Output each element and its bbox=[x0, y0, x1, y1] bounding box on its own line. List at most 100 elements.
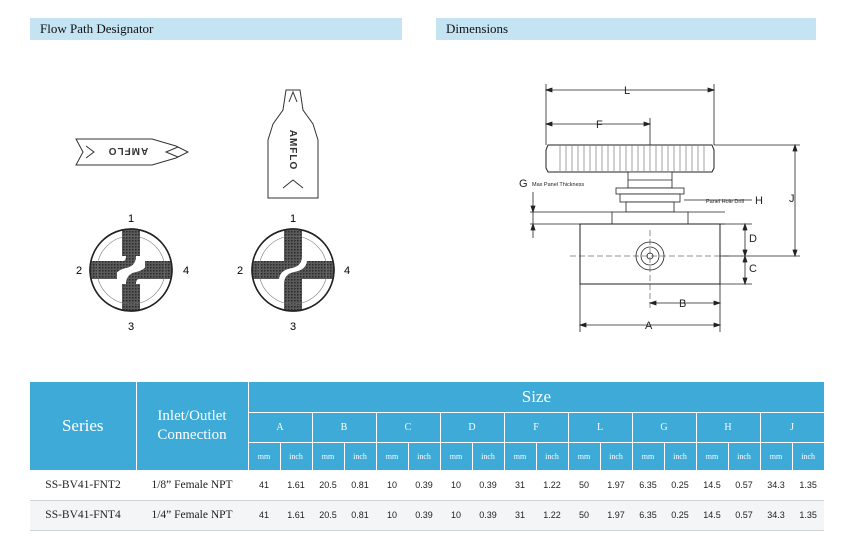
value-cell: 41 bbox=[248, 470, 280, 501]
unit-header: inch bbox=[728, 442, 761, 470]
unit-header: inch bbox=[600, 442, 633, 470]
dimension-labels: L F G Max Panel Thickness Panel Hole Dri… bbox=[519, 85, 795, 332]
port-1-label-b: 1 bbox=[290, 213, 296, 225]
svg-text:G: G bbox=[519, 178, 528, 190]
port-1-label-a: 1 bbox=[128, 213, 134, 225]
unit-header: inch bbox=[280, 442, 313, 470]
value-cell: 10 bbox=[376, 470, 408, 501]
unit-header: inch bbox=[536, 442, 569, 470]
value-cell: 0.57 bbox=[728, 470, 760, 501]
port-2-label-a: 2 bbox=[76, 265, 82, 277]
value-cell: 31 bbox=[504, 470, 536, 501]
value-cell: 10 bbox=[376, 500, 408, 531]
value-cell: 0.39 bbox=[472, 500, 504, 531]
unit-header: mm bbox=[312, 442, 345, 470]
svg-text:A: A bbox=[645, 320, 653, 332]
unit-header: mm bbox=[568, 442, 601, 470]
value-cell: 6.35 bbox=[632, 470, 664, 501]
value-cell: 10 bbox=[440, 470, 472, 501]
value-cell: 34.3 bbox=[760, 470, 792, 501]
value-cell: 14.5 bbox=[696, 500, 728, 531]
connection-cell: 1/4” Female NPT bbox=[136, 500, 248, 531]
value-cell: 1.35 bbox=[792, 470, 825, 501]
handle-vertical-brand-text: AMFLO bbox=[287, 130, 298, 171]
svg-text:B: B bbox=[679, 298, 686, 310]
value-cell: 0.39 bbox=[408, 500, 440, 531]
unit-header: inch bbox=[472, 442, 505, 470]
dimension-header: C bbox=[376, 412, 441, 443]
dimension-header: D bbox=[440, 412, 505, 443]
value-cell: 0.39 bbox=[472, 470, 504, 501]
value-cell: 31 bbox=[504, 500, 536, 531]
dimension-header: B bbox=[312, 412, 377, 443]
value-cell: 0.25 bbox=[664, 470, 696, 501]
svg-text:C: C bbox=[749, 263, 757, 275]
value-cell: 0.81 bbox=[344, 500, 376, 531]
value-cell: 34.3 bbox=[760, 500, 792, 531]
connection-cell: 1/8” Female NPT bbox=[136, 470, 248, 501]
port-4-label-b: 4 bbox=[344, 265, 350, 277]
value-cell: 20.5 bbox=[312, 470, 344, 501]
value-cell: 1.61 bbox=[280, 500, 312, 531]
size-header: Size bbox=[248, 382, 825, 413]
value-cell: 1.97 bbox=[600, 500, 632, 531]
series-cell: SS-BV41-FNT2 bbox=[30, 470, 136, 501]
unit-header: mm bbox=[376, 442, 409, 470]
port-3-label-a: 3 bbox=[128, 321, 134, 333]
handle-horizontal-icon: AMFLO bbox=[75, 138, 190, 166]
value-cell: 0.57 bbox=[728, 500, 760, 531]
value-cell: 0.39 bbox=[408, 470, 440, 501]
value-cell: 0.81 bbox=[344, 470, 376, 501]
handle-brand-text: AMFLO bbox=[108, 145, 149, 156]
dimension-header: H bbox=[696, 412, 761, 443]
value-cell: 1.35 bbox=[792, 500, 825, 531]
svg-text:L: L bbox=[624, 85, 630, 97]
unit-header: inch bbox=[664, 442, 697, 470]
max-panel-note: Max Panel Thickness bbox=[532, 182, 584, 188]
value-cell: 1.22 bbox=[536, 470, 568, 501]
valve-dimension-drawing bbox=[530, 84, 800, 332]
handle-vertical-icon: AMFLO bbox=[267, 89, 319, 199]
value-cell: 20.5 bbox=[312, 500, 344, 531]
dimension-header: A bbox=[248, 412, 313, 443]
value-cell: 10 bbox=[440, 500, 472, 531]
value-cell: 14.5 bbox=[696, 470, 728, 501]
value-cell: 1.97 bbox=[600, 470, 632, 501]
unit-header: mm bbox=[504, 442, 537, 470]
value-cell: 0.25 bbox=[664, 500, 696, 531]
svg-text:D: D bbox=[749, 233, 757, 245]
value-cell: 6.35 bbox=[632, 500, 664, 531]
connection-header: Inlet/Outlet Connection bbox=[136, 382, 249, 470]
value-cell: 1.22 bbox=[536, 500, 568, 531]
dimension-header: F bbox=[504, 412, 569, 443]
series-cell: SS-BV41-FNT4 bbox=[30, 500, 136, 531]
value-cell: 50 bbox=[568, 470, 600, 501]
panel-hole-note: Panel Hole Drill bbox=[706, 199, 744, 205]
unit-header: inch bbox=[408, 442, 441, 470]
port-3-label-b: 3 bbox=[290, 321, 296, 333]
unit-header: inch bbox=[344, 442, 377, 470]
unit-header: inch bbox=[792, 442, 825, 470]
svg-text:H: H bbox=[755, 195, 763, 207]
ball-port-diagram-a: 1 2 4 3 bbox=[76, 213, 189, 333]
value-cell: 50 bbox=[568, 500, 600, 531]
unit-header: mm bbox=[248, 442, 281, 470]
svg-text:F: F bbox=[596, 119, 603, 131]
value-cell: 41 bbox=[248, 500, 280, 531]
flow-path-header: Flow Path Designator bbox=[30, 18, 402, 40]
port-2-label-b: 2 bbox=[237, 265, 243, 277]
value-cell: 1.61 bbox=[280, 470, 312, 501]
dimension-header: L bbox=[568, 412, 633, 443]
svg-text:J: J bbox=[789, 193, 795, 205]
unit-header: mm bbox=[632, 442, 665, 470]
dimension-header: J bbox=[760, 412, 825, 443]
ball-port-diagram-b: 1 2 4 3 bbox=[237, 213, 350, 333]
dimensions-header: Dimensions bbox=[436, 18, 816, 40]
dimension-header: G bbox=[632, 412, 697, 443]
